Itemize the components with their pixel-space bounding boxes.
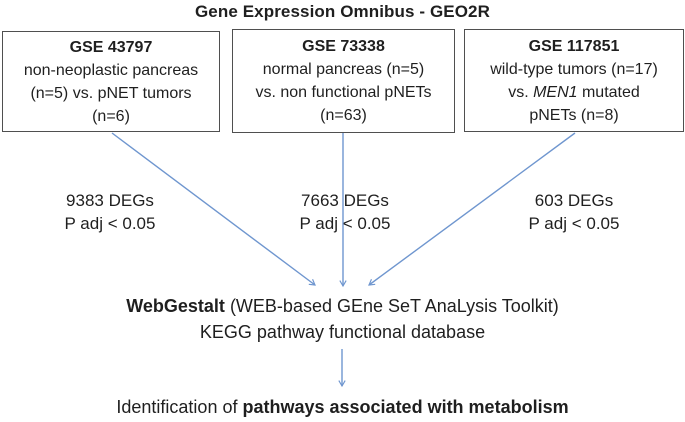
conclusion-line: Identification of pathways associated wi…: [116, 397, 569, 417]
deg-label-gse73338: 7663 DEGs P adj < 0.05: [260, 189, 430, 235]
deg-count: 7663 DEGs: [301, 191, 389, 210]
page-title: Gene Expression Omnibus - GEO2R: [194, 2, 490, 21]
deg-count: 9383 DEGs: [66, 191, 154, 210]
deg-threshold: P adj < 0.05: [64, 214, 156, 233]
dataset-description-line: (n=63): [320, 107, 367, 124]
conclusion-emphasis: pathways associated with metabolism: [242, 397, 569, 417]
dataset-box-gse73338: GSE 73338 normal pancreas (n=5) vs. non …: [232, 29, 455, 133]
dataset-description-line: (n=6): [92, 107, 130, 125]
webgestalt-line: WebGestalt (WEB-based GEne SeT AnaLysis …: [126, 296, 559, 316]
dataset-box-gse117851: GSE 117851 wild-type tumors (n=17) vs. M…: [464, 29, 684, 132]
kegg-database-line: KEGG pathway functional database: [199, 322, 486, 342]
dataset-id: GSE 117851: [528, 37, 620, 55]
dataset-description-line: pNETs (n=8): [529, 106, 619, 124]
dataset-description-line: (n=5) vs. pNET tumors: [30, 84, 192, 102]
dataset-description-line: vs. non functional pNETs: [255, 84, 432, 101]
dataset-description-line: non-neoplastic pancreas: [23, 61, 199, 79]
gene-name-men1: MEN1: [533, 83, 578, 101]
deg-count: 603 DEGs: [534, 191, 614, 210]
deg-threshold: P adj < 0.05: [299, 214, 391, 233]
dataset-id: GSE 73338: [302, 38, 385, 55]
dataset-description-line: vs. MEN1 mutated: [508, 83, 640, 101]
deg-label-gse117851: 603 DEGs P adj < 0.05: [489, 189, 659, 235]
dataset-description-line: wild-type tumors (n=17): [490, 60, 658, 78]
deg-threshold: P adj < 0.05: [528, 214, 620, 233]
dataset-box-gse43797: GSE 43797 non-neoplastic pancreas (n=5) …: [2, 31, 220, 132]
analysis-tool-block: WebGestalt (WEB-based GEne SeT AnaLysis …: [0, 293, 685, 345]
deg-label-gse43797: 9383 DEGs P adj < 0.05: [25, 189, 195, 235]
dataset-id: GSE 43797: [69, 38, 153, 56]
dataset-description-line: normal pancreas (n=5): [262, 61, 425, 78]
